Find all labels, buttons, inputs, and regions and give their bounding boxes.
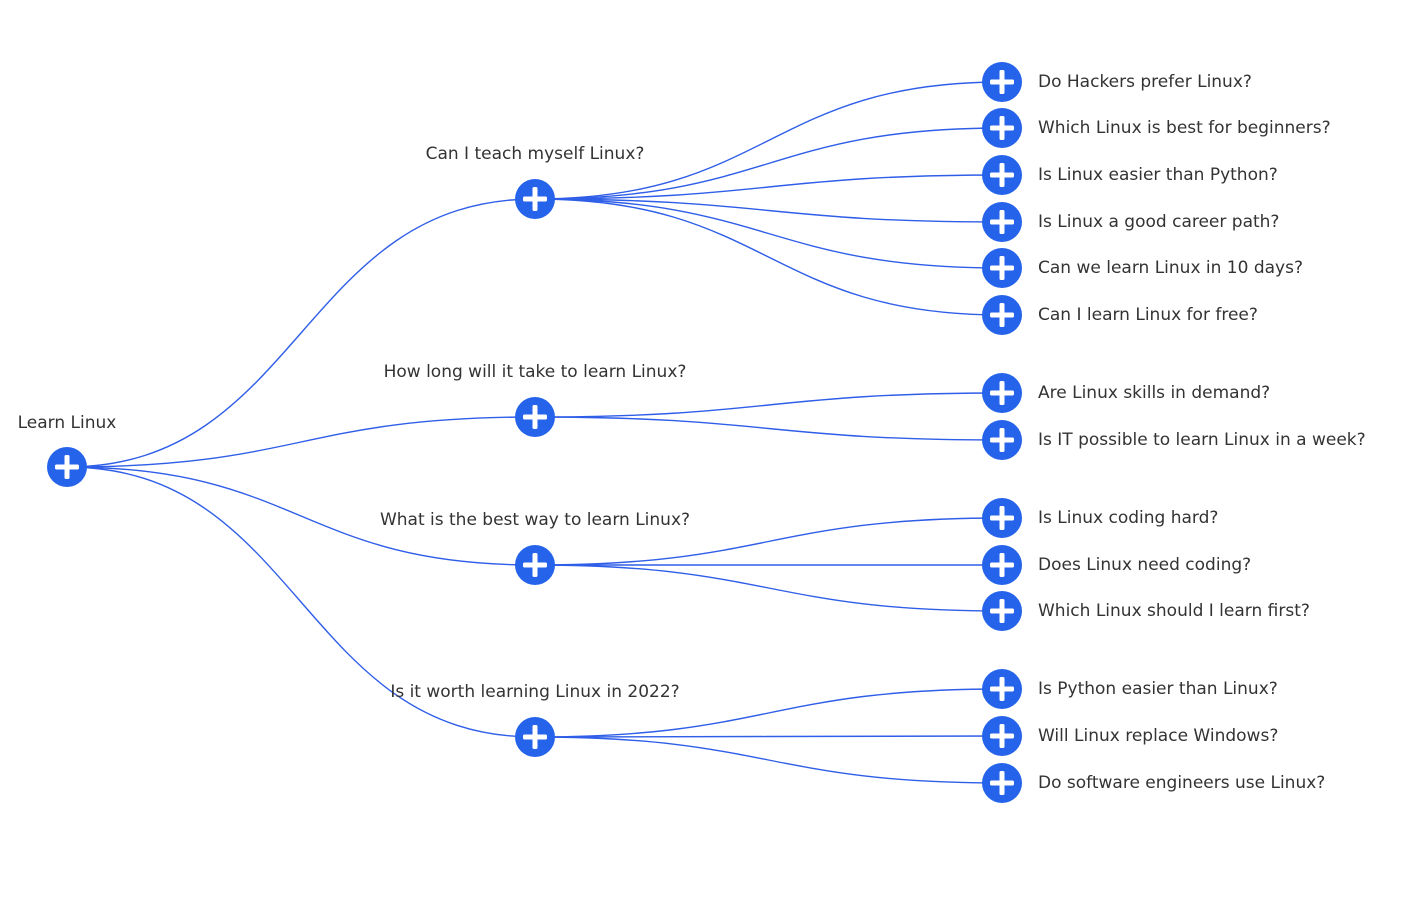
link-root-to-branch-1 [66,198,536,468]
link-branch-3-to-leaf-1 [534,517,1003,566]
link-branch-1-to-leaf-1 [534,81,1003,200]
node-circle[interactable] [982,202,1022,242]
leaf-label: Is Linux easier than Python? [1038,165,1278,185]
link-branch-4-to-leaf-2 [534,735,1003,738]
root-label: Learn Linux [18,413,117,433]
link-branch-1-to-leaf-6 [534,198,1003,316]
links-layer [66,81,1003,784]
leaf-node-can-i-learn-linux-for-free[interactable] [982,295,1022,335]
node-circle[interactable] [982,420,1022,460]
branch-label: What is the best way to learn Linux? [380,510,690,530]
branch-node-is-it-worth-learning-linux-in-2022[interactable] [515,717,555,757]
branch-label: Can I teach myself Linux? [426,144,645,164]
branch-label: How long will it take to learn Linux? [384,362,687,382]
node-circle[interactable] [982,545,1022,585]
leaf-node-are-linux-skills-in-demand[interactable] [982,373,1022,413]
link-branch-4-to-leaf-3 [534,736,1003,784]
root-node-learn-linux[interactable] [47,447,87,487]
leaf-node-is-linux-easier-than-python[interactable] [982,155,1022,195]
leaf-node-which-linux-is-best-for-beginners[interactable] [982,108,1022,148]
leaf-node-does-linux-need-coding[interactable] [982,545,1022,585]
node-circle[interactable] [982,669,1022,709]
node-circle[interactable] [982,155,1022,195]
link-branch-4-to-leaf-1 [534,688,1003,738]
leaf-node-do-hackers-prefer-linux[interactable] [982,62,1022,102]
branch-node-can-i-teach-myself-linux[interactable] [515,179,555,219]
branch-node-what-is-the-best-way-to-learn-linux[interactable] [515,545,555,585]
leaf-label: Do software engineers use Linux? [1038,773,1325,793]
leaf-label: Is IT possible to learn Linux in a week? [1038,430,1366,450]
leaf-node-can-we-learn-linux-in-10-days[interactable] [982,248,1022,288]
link-root-to-branch-2 [66,416,536,468]
leaf-node-which-linux-should-i-learn-first[interactable] [982,591,1022,631]
leaf-node-do-software-engineers-use-linux[interactable] [982,763,1022,803]
branch-node-how-long-will-it-take-to-learn-linux[interactable] [515,397,555,437]
link-branch-2-to-leaf-1 [534,392,1003,418]
nodes-layer: Learn Linux Can I teach myself Linux? Do H… [18,62,1366,803]
leaf-label: Does Linux need coding? [1038,555,1251,575]
node-circle[interactable] [982,248,1022,288]
leaf-node-is-linux-a-good-career-path[interactable] [982,202,1022,242]
node-circle[interactable] [982,295,1022,335]
node-circle[interactable] [982,108,1022,148]
branch-label: Is it worth learning Linux in 2022? [390,682,679,702]
node-circle[interactable] [982,373,1022,413]
link-branch-1-to-leaf-4 [534,198,1003,223]
leaf-label: Which Linux should I learn first? [1038,601,1310,621]
link-branch-1-to-leaf-5 [534,198,1003,269]
leaf-label: Can I learn Linux for free? [1038,305,1258,325]
link-branch-1-to-leaf-3 [534,174,1003,200]
leaf-label: Can we learn Linux in 10 days? [1038,258,1303,278]
leaf-label: Is Linux coding hard? [1038,508,1218,528]
leaf-label: Will Linux replace Windows? [1038,726,1278,746]
leaf-label: Is Linux a good career path? [1038,212,1279,232]
node-circle[interactable] [515,397,555,437]
leaf-node-is-it-possible-to-learn-linux-in-a-week[interactable] [982,420,1022,460]
node-circle[interactable] [982,591,1022,631]
link-branch-3-to-leaf-3 [534,564,1003,612]
node-circle[interactable] [515,545,555,585]
leaf-label: Do Hackers prefer Linux? [1038,72,1252,92]
node-circle[interactable] [982,763,1022,803]
link-root-to-branch-4 [66,466,536,738]
node-circle[interactable] [515,179,555,219]
leaf-label: Are Linux skills in demand? [1038,383,1270,403]
link-branch-2-to-leaf-2 [534,416,1003,441]
node-circle[interactable] [982,716,1022,756]
node-circle[interactable] [515,717,555,757]
leaf-node-will-linux-replace-windows[interactable] [982,716,1022,756]
link-root-to-branch-3 [66,466,536,566]
leaf-node-is-linux-coding-hard[interactable] [982,498,1022,538]
node-circle[interactable] [47,447,87,487]
leaf-label: Is Python easier than Linux? [1038,679,1278,699]
leaf-label: Which Linux is best for beginners? [1038,118,1331,138]
node-circle[interactable] [982,62,1022,102]
node-circle[interactable] [982,498,1022,538]
link-branch-1-to-leaf-2 [534,127,1003,200]
leaf-node-is-python-easier-than-linux[interactable] [982,669,1022,709]
